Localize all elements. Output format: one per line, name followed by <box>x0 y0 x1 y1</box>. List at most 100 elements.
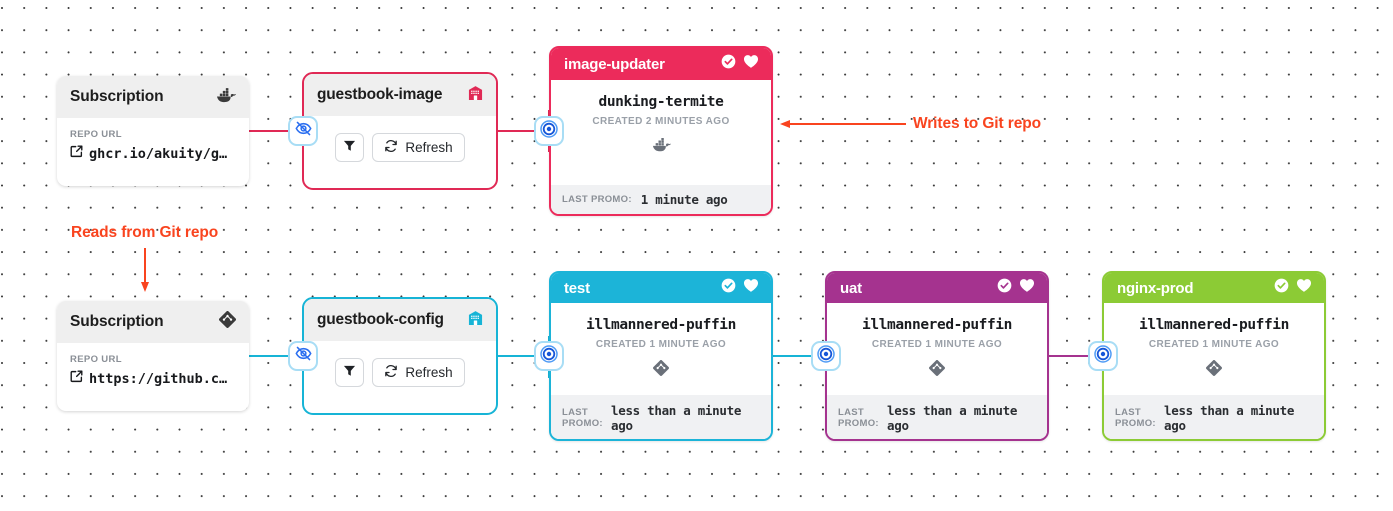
warehouse-actions: Refresh <box>304 116 496 162</box>
edge-git-sub-to-warehouse <box>249 355 299 357</box>
subscription-card-git[interactable]: Subscription REPO URL <box>57 301 249 411</box>
last-promo-label: LAST PROMO: <box>838 406 879 429</box>
warehouse-icon <box>468 310 483 331</box>
stage-card-uat[interactable]: uat illmannered-puffin CREATED 1 MINUTE … <box>825 271 1049 441</box>
repo-url-text: https://github.c… <box>89 370 228 387</box>
check-circle-icon <box>721 54 736 74</box>
last-promo-label: LAST PROMO: <box>562 194 632 205</box>
filter-button[interactable] <box>335 133 365 162</box>
subscription-header: Subscription <box>57 76 249 118</box>
warehouse-card-guestbook-image[interactable]: guestbook-image <box>302 72 498 190</box>
subscription-title: Subscription <box>70 313 164 330</box>
warehouse-icon <box>468 85 483 106</box>
stage-name: uat <box>840 279 862 297</box>
stage-status-icons <box>1274 278 1312 298</box>
subscription-body: REPO URL ghcr.io/akuity/g… <box>57 118 249 162</box>
subscription-header: Subscription <box>57 301 249 343</box>
repo-url-label: REPO URL <box>70 354 122 365</box>
connector-badge-eye-off-2[interactable] <box>288 341 318 371</box>
freight-created: CREATED 1 MINUTE AGO <box>871 339 1003 350</box>
bullseye-icon <box>817 344 835 368</box>
repo-url-label: REPO URL <box>70 129 122 140</box>
external-link-icon <box>70 370 83 387</box>
repo-url-link[interactable]: ghcr.io/akuity/g… <box>70 145 236 162</box>
refresh-icon <box>384 139 398 156</box>
edge-warehouse-to-image-updater <box>496 130 550 132</box>
connector-badge-bullseye-1[interactable] <box>534 116 564 146</box>
stage-body: illmannered-puffin CREATED 1 MINUTE AGO <box>551 303 771 395</box>
warehouse-title: guestbook-config <box>317 311 444 328</box>
stage-status-icons <box>721 54 759 74</box>
docker-icon <box>216 87 236 108</box>
git-icon <box>219 311 236 333</box>
freight-name: dunking-termite <box>598 94 724 110</box>
stage-card-test[interactable]: test illmannered-puffin CREATED 1 MINUTE… <box>549 271 773 441</box>
warehouse-header: guestbook-image <box>304 74 496 116</box>
writes-annotation-arrow <box>780 120 906 128</box>
edge-uat-to-nginx-prod <box>1049 355 1105 357</box>
freight-name: illmannered-puffin <box>1139 317 1289 333</box>
check-circle-icon <box>721 278 736 298</box>
stage-card-image-updater[interactable]: image-updater dunking-termite CREATED 2 … <box>549 46 773 216</box>
last-promo-value: less than a minute ago <box>1164 402 1295 433</box>
bullseye-icon <box>1094 344 1112 368</box>
freight-created: CREATED 2 MINUTES AGO <box>592 116 730 127</box>
refresh-button[interactable]: Refresh <box>372 358 465 387</box>
filter-button[interactable] <box>335 358 365 387</box>
git-icon <box>929 360 945 381</box>
warehouse-actions: Refresh <box>304 341 496 387</box>
last-promo-value: 1 minute ago <box>640 192 728 207</box>
stage-footer: LAST PROMO: less than a minute ago <box>551 395 771 439</box>
git-icon <box>653 360 669 381</box>
stage-header: uat <box>827 273 1047 303</box>
stage-footer: LAST PROMO: less than a minute ago <box>1104 395 1324 439</box>
last-promo-value: less than a minute ago <box>887 402 1018 433</box>
last-promo-value: less than a minute ago <box>611 402 742 433</box>
edge-warehouse-to-test <box>496 355 550 357</box>
filter-icon <box>343 364 356 382</box>
freight-name: illmannered-puffin <box>586 317 736 333</box>
bullseye-icon <box>540 344 558 368</box>
stage-name: image-updater <box>564 55 665 73</box>
last-promo-label: LAST PROMO: <box>562 406 603 429</box>
reads-annotation-label: Reads from Git repo <box>71 224 219 241</box>
external-link-icon <box>70 145 83 162</box>
reads-annotation-arrow <box>141 248 149 292</box>
stage-header: test <box>551 273 771 303</box>
heart-icon <box>1296 278 1312 298</box>
check-circle-icon <box>1274 278 1289 298</box>
docker-icon <box>652 137 671 157</box>
connector-badge-eye-off-1[interactable] <box>288 116 318 146</box>
stage-status-icons <box>997 278 1035 298</box>
check-circle-icon <box>997 278 1012 298</box>
stage-status-icons <box>721 278 759 298</box>
subscription-title: Subscription <box>70 88 164 105</box>
warehouse-card-guestbook-config[interactable]: guestbook-config <box>302 297 498 415</box>
connector-badge-bullseye-3[interactable] <box>811 341 841 371</box>
warehouse-title: guestbook-image <box>317 86 443 103</box>
subscription-card-image[interactable]: Subscription REPO URL <box>57 76 249 186</box>
refresh-label: Refresh <box>405 140 453 155</box>
warehouse-header: guestbook-config <box>304 299 496 341</box>
repo-url-text: ghcr.io/akuity/g… <box>89 145 228 162</box>
repo-url-link[interactable]: https://github.c… <box>70 370 236 387</box>
refresh-button[interactable]: Refresh <box>372 133 465 162</box>
stage-name: test <box>564 279 590 297</box>
heart-icon <box>743 54 759 74</box>
subscription-body: REPO URL https://github.c… <box>57 343 249 387</box>
stage-header: image-updater <box>551 48 771 80</box>
freight-created: CREATED 1 MINUTE AGO <box>595 339 727 350</box>
stage-card-nginx-prod[interactable]: nginx-prod illmannered-puffin CREATED 1 … <box>1102 271 1326 441</box>
stage-name: nginx-prod <box>1117 279 1194 297</box>
eye-off-icon <box>294 120 312 142</box>
edge-image-sub-to-warehouse <box>249 130 299 132</box>
stage-header: nginx-prod <box>1104 273 1324 303</box>
heart-icon <box>1019 278 1035 298</box>
connector-badge-bullseye-4[interactable] <box>1088 341 1118 371</box>
freight-name: illmannered-puffin <box>862 317 1012 333</box>
stage-footer: LAST PROMO: less than a minute ago <box>827 395 1047 439</box>
writes-annotation-label: Writes to Git repo <box>913 115 1041 132</box>
last-promo-label: LAST PROMO: <box>1115 406 1156 429</box>
connector-badge-bullseye-2[interactable] <box>534 341 564 371</box>
